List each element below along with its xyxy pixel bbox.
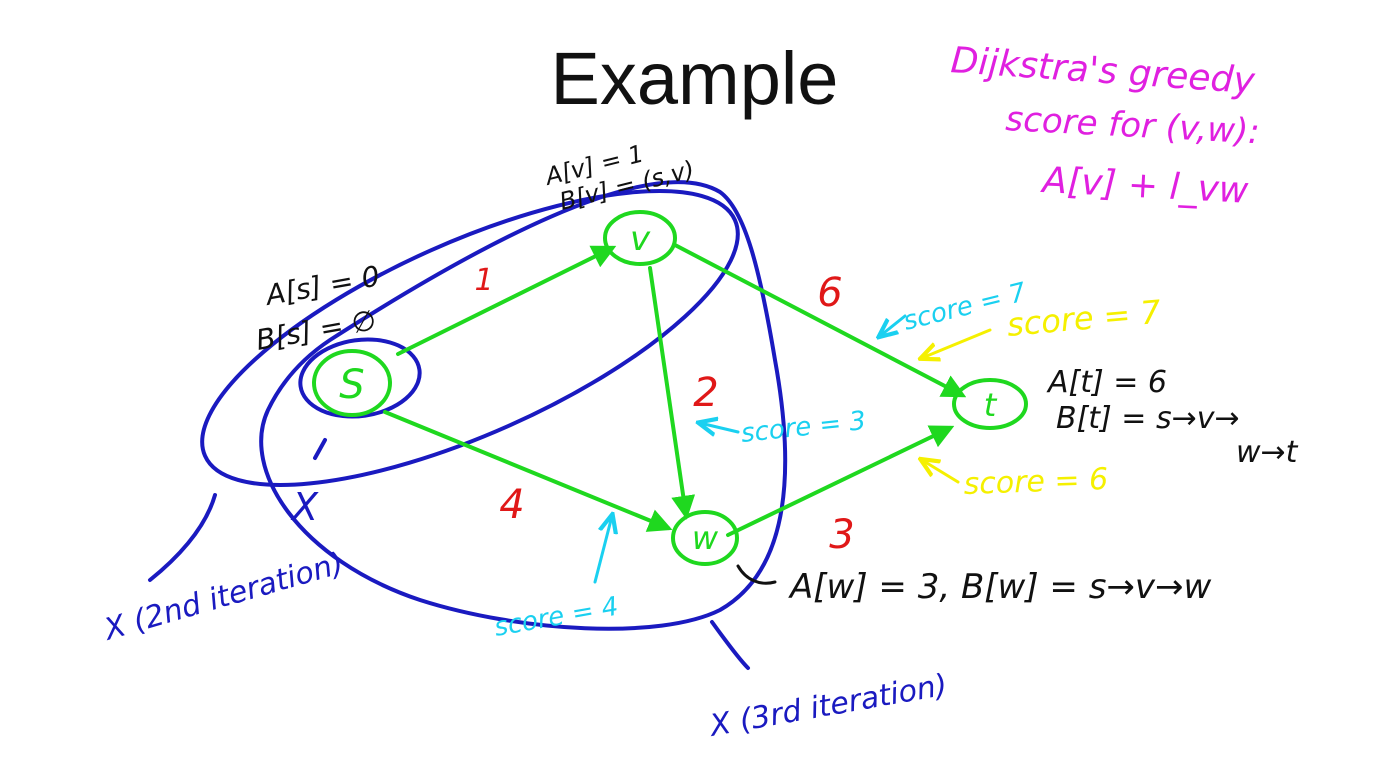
annotation-b-t-line1: B[t] = s→v→ [1056,401,1240,436]
frontier-curves [148,180,788,670]
node-s-circle [312,349,392,417]
edge-w-t [726,425,955,537]
node-t-circle [952,378,1028,430]
frontier-tail-2nd [148,493,217,582]
greedy-note-line2: score for (v,w): [1005,99,1261,152]
node-v-label: v [630,219,651,259]
score-arrow-sw-cyan [593,516,612,584]
node-w-circle [671,510,739,566]
frontier-label-3rd: X (3rd iteration) [705,668,950,745]
score-arrows [593,314,992,584]
annotation-w-values: A[w] = 3, B[w] = s→v→w [788,567,1212,607]
node-t-label: t [984,386,998,424]
node-w-label: w [692,519,719,557]
edge-v-t [673,243,967,398]
slide-title: Example [550,37,839,120]
edge-s-v [396,245,617,356]
frontier-loop-3rd [259,180,788,631]
node-v-circle [603,210,677,266]
weight-w-t: 3 [829,512,854,558]
weight-v-t: 6 [817,270,842,316]
frontier-ellipse-2nd [200,189,740,487]
graph-nodes [312,210,1028,566]
frontier-label-2nd: X (2nd iteration) [99,546,348,648]
edge-v-w [648,266,696,520]
score-arrow-wt-yellow [922,460,960,484]
annotation-a-t: A[t] = 6 [1046,365,1167,400]
score-vw-cyan: score = 3 [740,406,868,449]
annotation-w-pointer [736,564,777,585]
node-s-label: S [339,362,364,408]
frontier-x-mark: X [290,485,319,529]
frontier-tail-3rd [710,620,750,670]
score-wt-yellow: score = 6 [963,462,1109,502]
annotation-b-t-line2: w→t [1236,435,1299,470]
weight-v-w: 2 [693,370,718,416]
graph-edges [383,243,967,537]
weight-s-v: 1 [474,263,493,298]
greedy-note-line3: A[v] + l_vw [1040,160,1250,212]
score-arrow-vw-cyan [700,423,740,432]
frontier-tick-x [313,438,327,460]
score-vt-yellow: score = 7 [1005,293,1163,344]
frontier-ellipse-s [298,337,422,419]
weight-s-w: 4 [499,482,524,528]
score-arrow-vt-yellow [922,328,992,358]
greedy-note-line1: Dijkstra's greedy [949,40,1256,102]
edge-s-w [383,410,673,532]
score-arrow-vt-cyan [880,314,907,336]
score-sw-cyan: score = 4 [492,592,621,643]
